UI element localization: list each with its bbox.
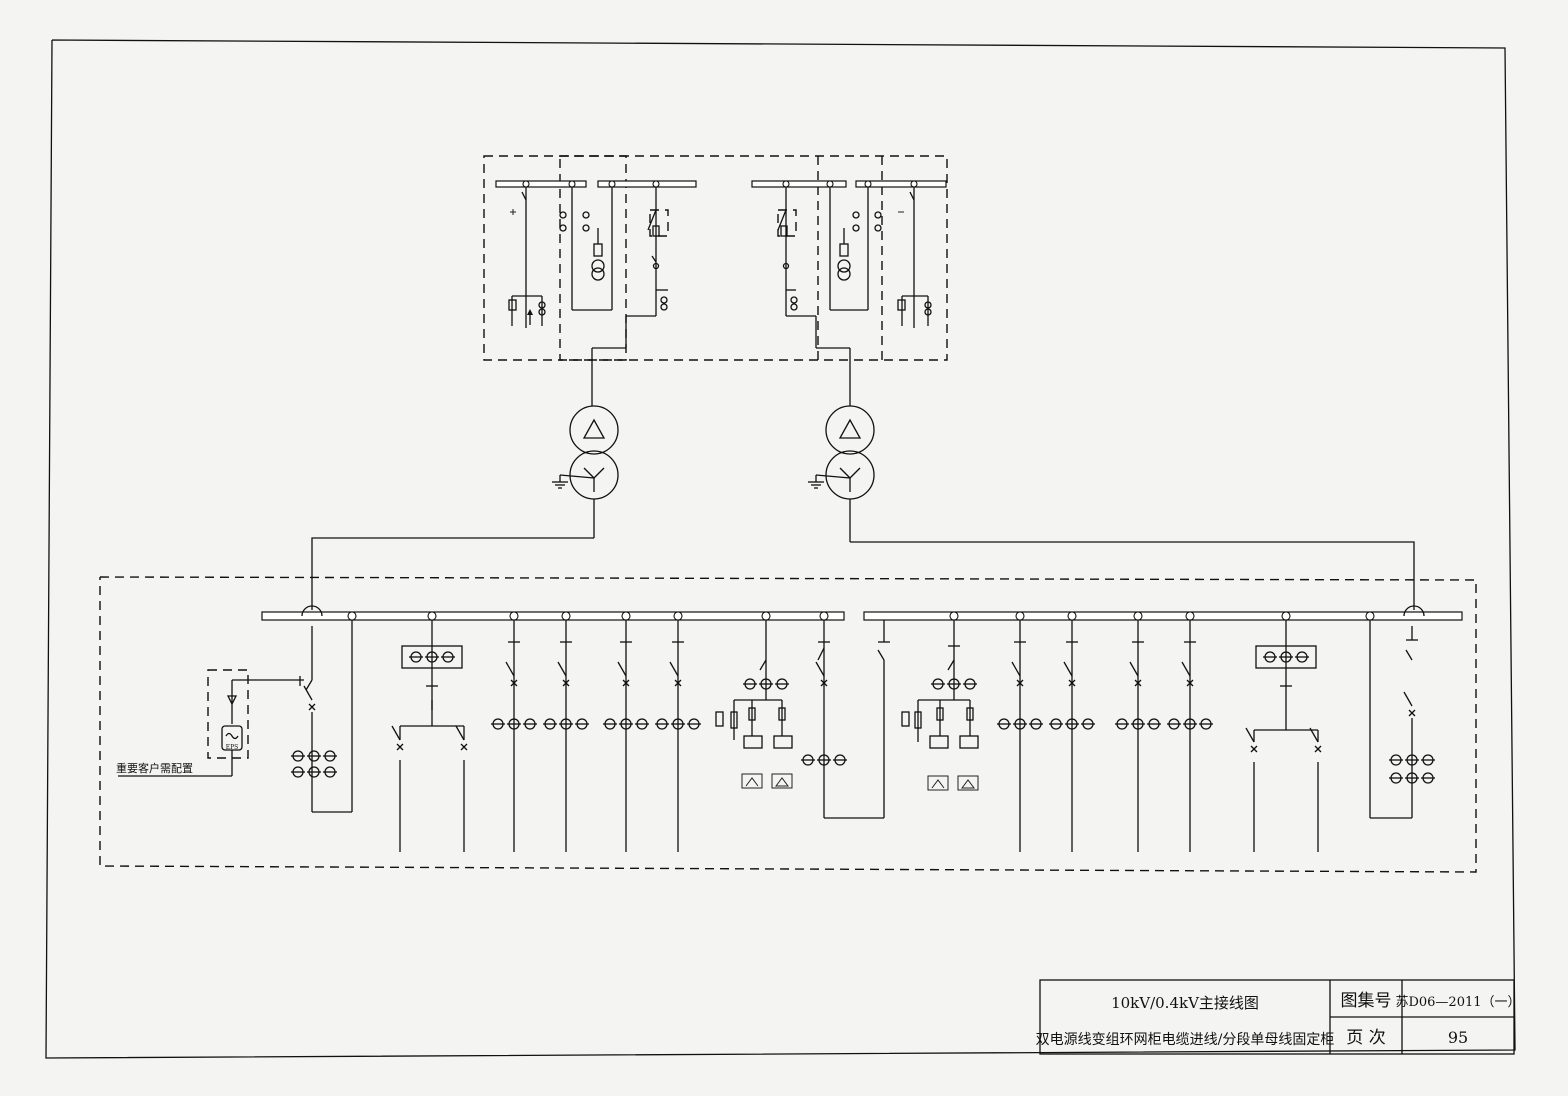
hv-busbar-4: [855, 180, 947, 188]
lv-busbar-section-1: [261, 611, 845, 621]
page-label: 页 次: [1346, 1028, 1385, 1048]
atlas-number-value: 苏D06—2011（一）: [1395, 994, 1520, 1010]
lv-incomer-2: [1365, 605, 1436, 819]
hv-busbar-3: [751, 180, 847, 188]
hv-busbar-2: [597, 180, 697, 188]
lv-bus-tie: [800, 620, 890, 819]
hv-panel-left-outline: [483, 155, 627, 361]
lv-capacitor-bank-2: [901, 611, 979, 791]
lv-capacitor-bank-1: [715, 620, 793, 789]
hv-metering-cell-left: [559, 180, 616, 311]
lv-busbar-section-2: [863, 611, 1463, 621]
hv-transformer-feeder-left: [592, 180, 669, 349]
hv-incoming-cell-right: [897, 180, 932, 328]
transformer-1: [552, 348, 619, 538]
lv-feeder-group-2: [1245, 611, 1322, 852]
title-block: 10kV/0.4kV主接线图 双电源线变组环网柜电缆进线/分段单母线固定柜 图集…: [1036, 979, 1521, 1055]
drawing-title: 10kV/0.4kV主接线图: [1111, 994, 1259, 1012]
hv-ring-main-unit: [483, 155, 948, 361]
hv-incoming-cell-left: [508, 180, 546, 328]
page-number: 95: [1448, 1028, 1468, 1047]
lv-feeders-section-2: [996, 611, 1214, 852]
hv-busbar-1: [495, 180, 587, 188]
lv-feeders-section-1: [490, 611, 829, 852]
lv-switchboard: EPS 重要客户需配置: [99, 576, 1477, 873]
lv-incomer-2-cable: [850, 541, 1415, 610]
note-important-customer: 重要客户需配置: [116, 761, 193, 775]
hv-metering-cell-right: [826, 180, 882, 311]
atlas-number-label: 图集号: [1341, 991, 1392, 1011]
eps-unit: EPS 重要客户需配置: [116, 669, 249, 777]
drawing-subtitle: 双电源线变组环网柜电缆进线/分段单母线固定柜: [1036, 1032, 1335, 1048]
lv-feeder-group-1: [391, 611, 468, 852]
sheet-frame: [45, 39, 1516, 1059]
hv-panel-center-outline: [559, 155, 948, 361]
lv-incomer-1: [232, 605, 357, 813]
hv-transformer-feeder-right: [777, 180, 850, 349]
eps-label: EPS: [226, 744, 239, 751]
lv-incomer-1-cable: [311, 537, 594, 610]
transformer-2: [808, 348, 875, 542]
